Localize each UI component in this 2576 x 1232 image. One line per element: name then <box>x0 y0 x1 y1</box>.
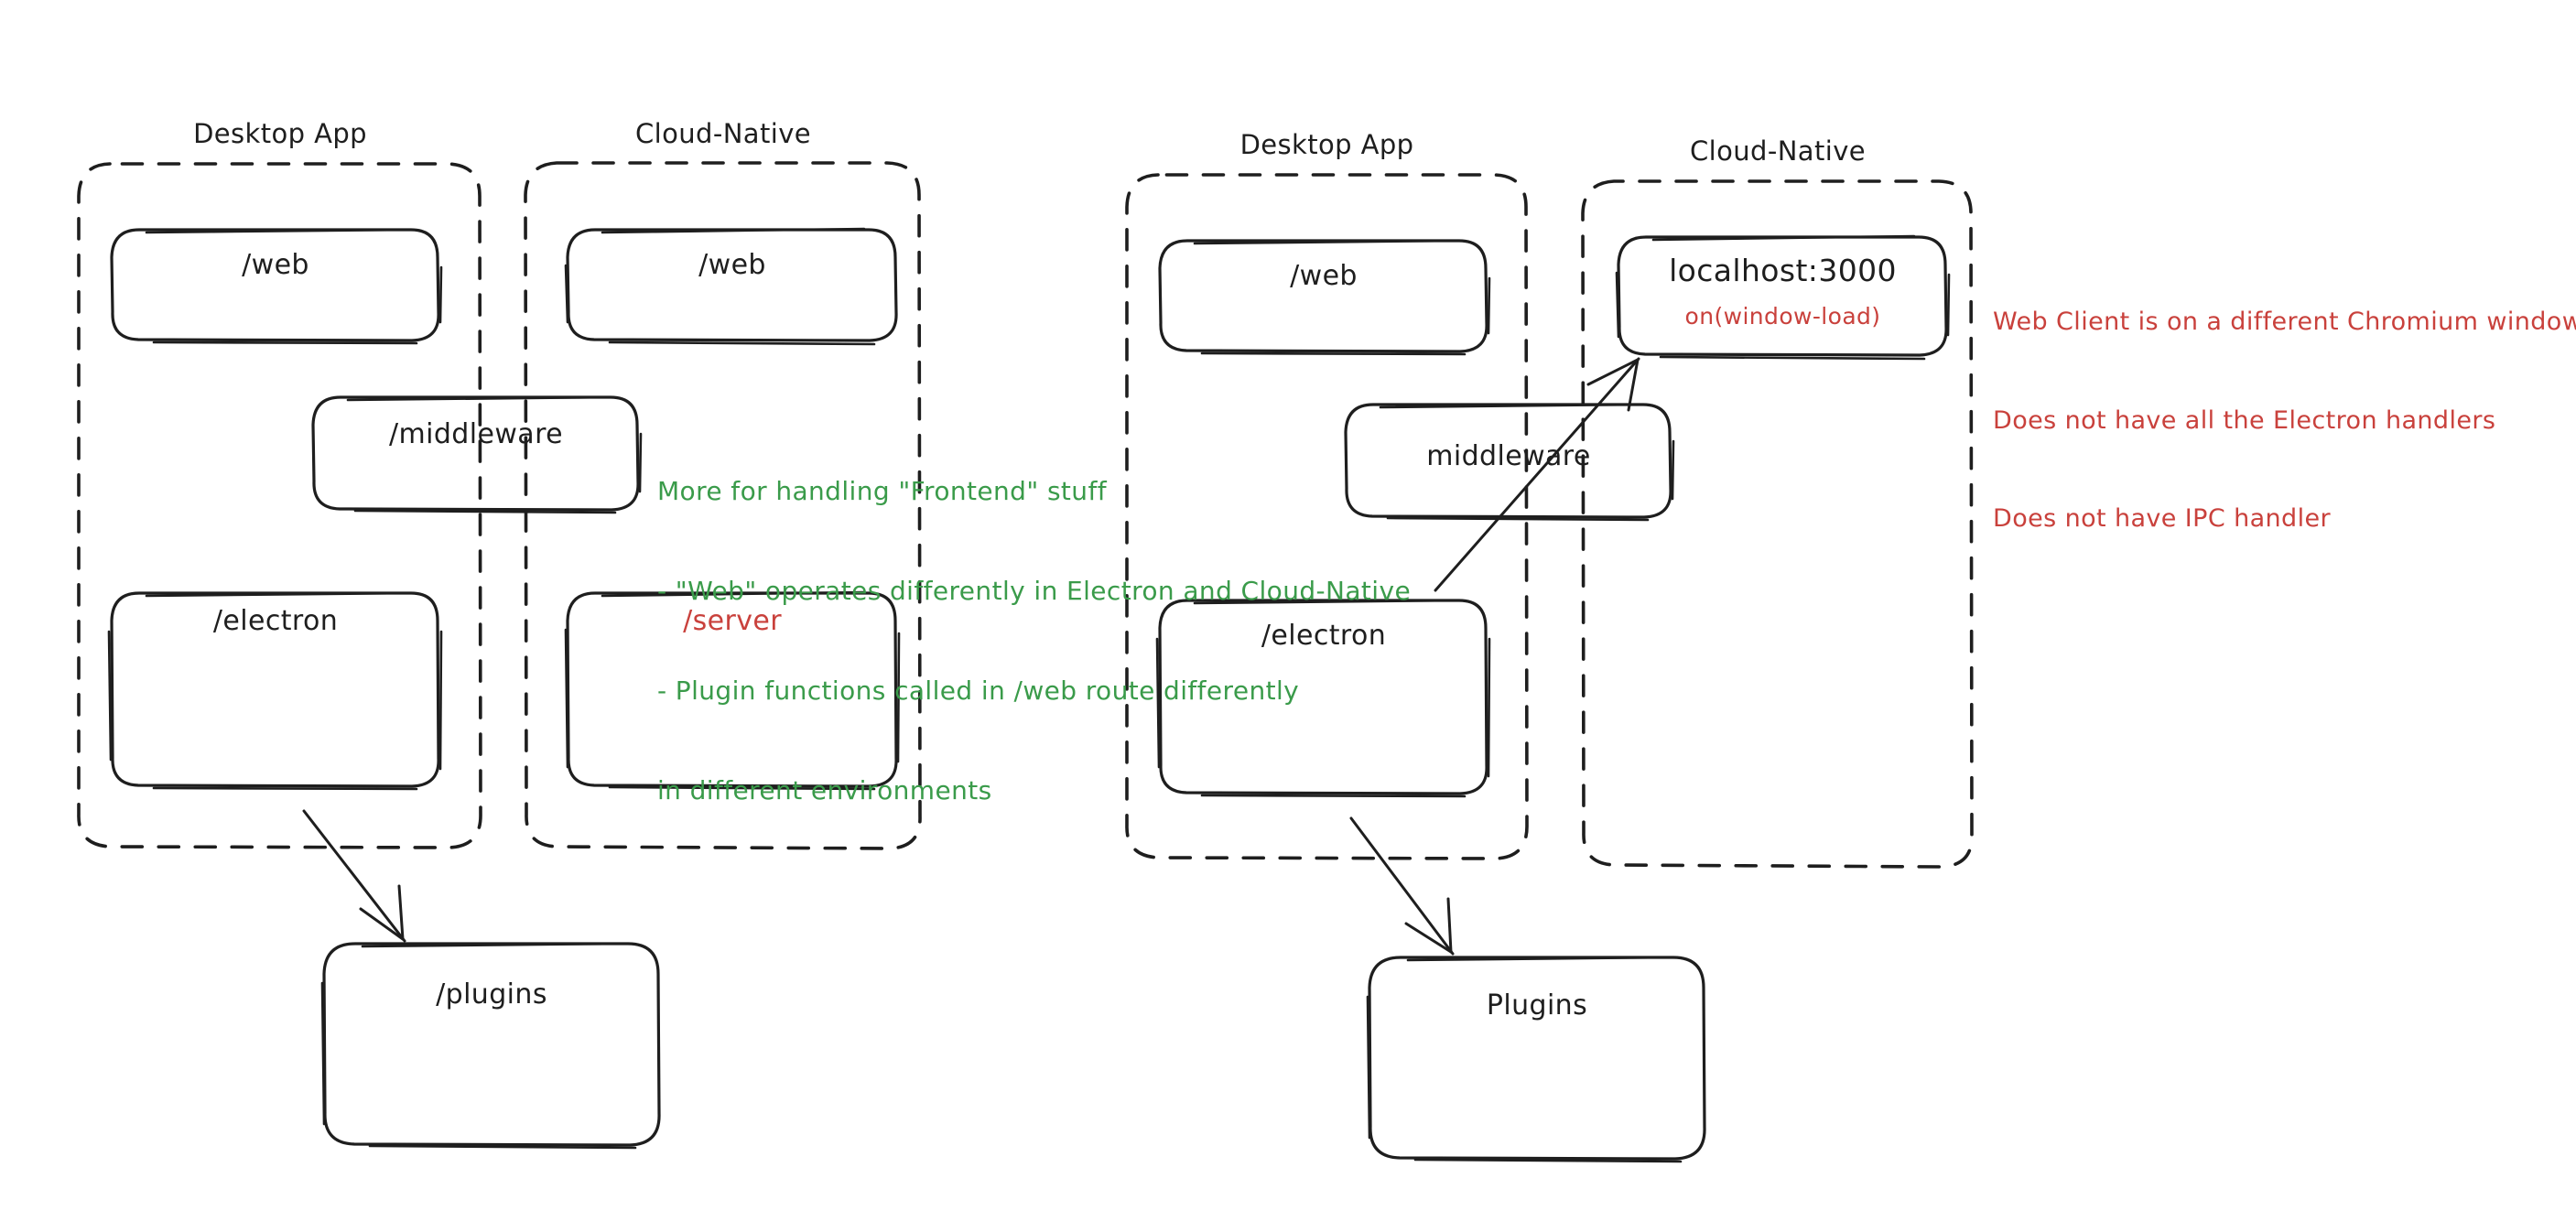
box-label-right-middleware: middleware <box>1426 440 1591 472</box>
box-label-left-middleware: /middleware <box>389 418 563 450</box>
box-label-left-plugins: /plugins <box>436 978 547 1010</box>
arrow-right-electron-to-plugins <box>1349 816 1455 956</box>
group-title-left-desktop-app: Desktop App <box>193 118 367 149</box>
box-label-right-plugins: Plugins <box>1486 989 1588 1021</box>
box-left-plugins-outline <box>320 942 661 1150</box>
box-right-desktop-web-outline <box>1158 239 1491 356</box>
box-label-right-desktop-web: /web <box>1290 260 1358 292</box>
box-left-desktop-web-outline <box>110 228 443 345</box>
box-label-right-desktop-electron: /electron <box>1261 620 1387 652</box>
group-right-cloud-native-outline <box>1581 179 1974 869</box>
box-label-left-desktop-web: /web <box>242 249 309 281</box>
group-right-desktop-app-outline <box>1125 173 1529 860</box>
box-label-left-cloud-web: /web <box>698 249 766 281</box>
group-title-right-desktop-app: Desktop App <box>1239 129 1414 160</box>
group-left-desktop-app-outline <box>77 162 482 849</box>
annotation-red-note: Web Client is on a different Chromium wi… <box>1993 240 2576 601</box>
box-sublabel-right-localhost-on-window-load: on(window-load) <box>1684 303 1881 330</box>
group-title-right-cloud-native: Cloud-Native <box>1690 135 1866 167</box>
arrow-left-electron-to-plugins <box>302 809 406 943</box>
annotation-green-line-1: More for handling "Frontend" stuff <box>657 475 1107 506</box>
group-left-cloud-native-outline <box>524 161 922 850</box>
box-label-right-localhost: localhost:3000 <box>1669 253 1897 288</box>
box-right-plugins-outline <box>1366 956 1706 1163</box>
annotation-green-line-3: - Plugin functions called in /web route … <box>657 675 1300 707</box>
annotation-red-line-3: Does not have IPC handler <box>1993 504 2332 534</box>
box-label-left-cloud-server: /server <box>683 605 782 637</box>
box-right-middleware-outline <box>1344 403 1675 522</box>
annotation-green-note: More for handling "Frontend" stuff - "We… <box>657 408 1412 874</box>
box-left-cloud-server-outline <box>564 590 901 791</box>
box-left-desktop-electron-outline <box>107 591 443 791</box>
annotation-red-line-1: Web Client is on a different Chromium wi… <box>1993 307 2576 336</box>
annotation-red-line-2: Does not have all the Electron handlers <box>1993 405 2496 435</box>
box-right-desktop-electron-outline <box>1155 599 1491 798</box>
arrow-right-electron-to-localhost <box>1434 357 1640 592</box>
annotation-green-line-2: - "Web" operates differently in Electron… <box>657 575 1412 606</box>
group-title-left-cloud-native: Cloud-Native <box>635 118 811 149</box>
box-left-cloud-web-outline <box>564 227 898 346</box>
annotation-green-line-4: in different environments <box>657 775 992 806</box>
box-left-middleware-outline <box>311 395 643 514</box>
box-label-left-desktop-electron: /electron <box>212 605 339 637</box>
box-right-localhost-outline <box>1615 234 1951 361</box>
